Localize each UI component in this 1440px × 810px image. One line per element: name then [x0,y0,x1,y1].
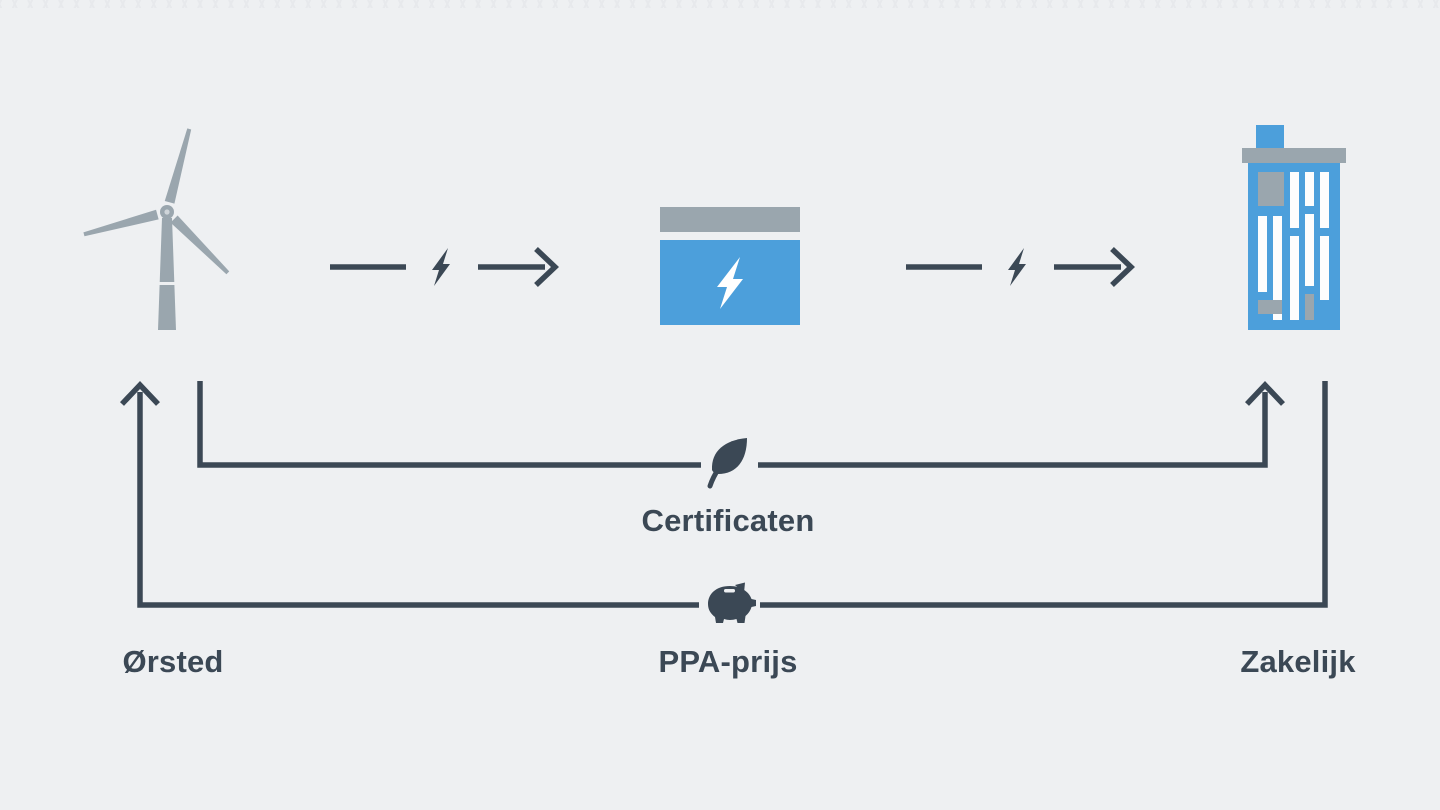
electricity-arrow-1 [330,247,559,287]
lightning-icon [717,256,743,309]
lightning-icon [432,248,450,286]
ppa-price-label: PPA-prijs [658,644,798,679]
top-trim-pattern [0,0,1440,8]
electricity-arrow-2 [906,247,1135,287]
lightning-icon [1008,248,1026,286]
consumer-label: Zakelijk [1240,644,1356,679]
wind-turbine-icon [83,128,230,330]
leaf-icon [707,438,747,489]
certificates-label: Certificaten [641,503,815,538]
meter-top-bar [660,207,800,232]
power-meter-icon [660,207,800,325]
ppa-price-line [120,381,1328,608]
meter-body [660,240,800,325]
certificates-line [197,381,1285,468]
office-building-icon [1242,125,1346,330]
piggy-bank-icon [708,582,756,623]
producer-label: Ørsted [122,644,224,679]
